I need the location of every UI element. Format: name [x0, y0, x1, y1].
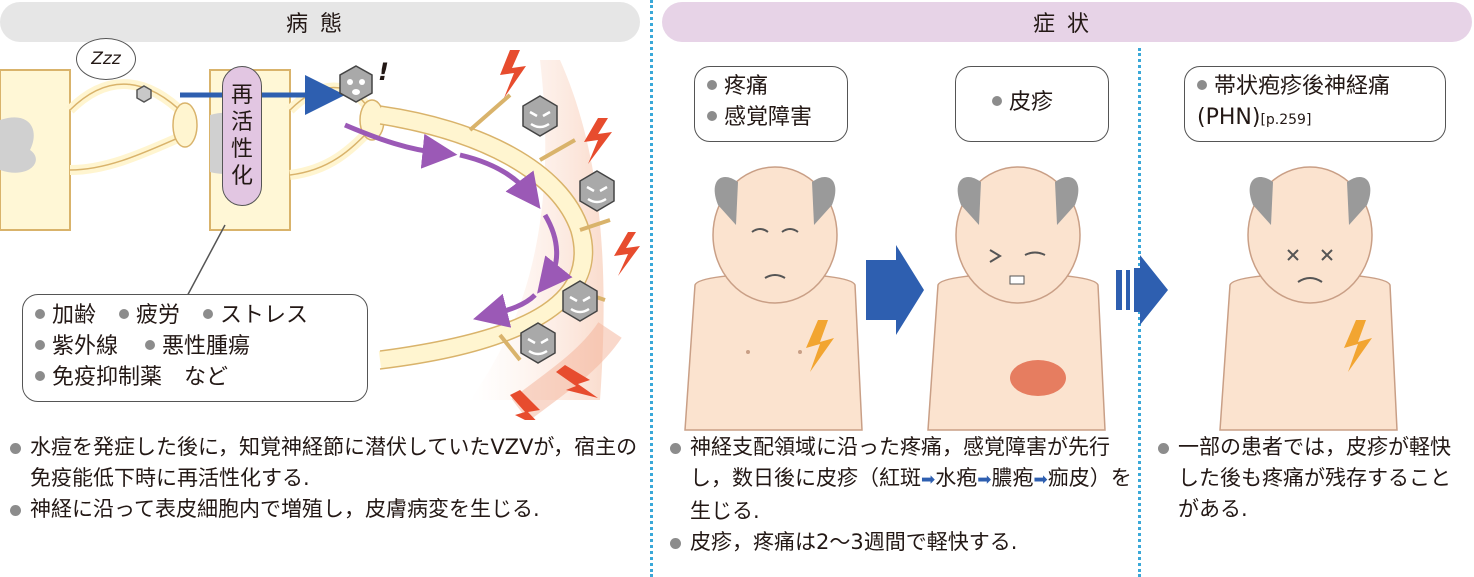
description-item: 皮疹，疼痛は2〜3週間で軽快する.	[668, 527, 1134, 558]
virus-icon	[562, 280, 598, 322]
symptom-description-early: 神経支配領域に沿った疼痛，感覚障害が先行し，数日後に皮疹（紅斑➡水疱➡膿疱➡痂皮…	[668, 432, 1134, 558]
virus-icon	[522, 95, 558, 137]
rash-patch	[1010, 360, 1066, 396]
factor-item: ストレス	[220, 303, 309, 328]
factor-item: 加齢	[52, 303, 97, 328]
pathology-header: 病態	[0, 2, 640, 42]
sensory-nerve	[378, 93, 611, 370]
factor-item: 疲労	[136, 303, 181, 328]
pathology-description: 水痘を発症した後に，知覚神経節に潜伏していたVZVが，宿主の免疫能低下時に再活性…	[8, 432, 644, 525]
arrow-icon: ➡	[1033, 470, 1048, 490]
symptom-box-pain: 疼痛 感覚障害	[694, 66, 848, 142]
description-item: 水痘を発症した後に，知覚神経節に潜伏していたVZVが，宿主の免疫能低下時に再活性…	[8, 432, 644, 494]
stage-divider	[1138, 48, 1141, 577]
reactivation-label: 再 活 性 化	[222, 66, 262, 206]
virus-icon	[520, 322, 556, 364]
patient-face	[927, 166, 1106, 431]
description-item: 一部の患者では，皮疹が軽快した後も疼痛が残存することがある.	[1156, 432, 1468, 525]
lightning-icon	[510, 390, 540, 420]
dormant-virus-icon	[136, 85, 152, 103]
factor-item: 紫外線	[52, 334, 119, 359]
lightning-icon	[614, 232, 640, 276]
spread-arrow-4	[473, 293, 537, 328]
virus-icon	[579, 170, 615, 212]
arrow-icon: ➡	[921, 470, 936, 490]
spread-arrow-1	[344, 122, 458, 169]
section-divider	[650, 0, 653, 577]
risk-factors-box: 加齢 疲労 ストレス 紫外線 悪性腫瘍 免疫抑制薬 など	[22, 294, 368, 402]
spread-arrow-3	[537, 213, 573, 294]
factors-callout-line	[184, 224, 226, 301]
spread-arrow-2	[459, 152, 541, 209]
symptoms-header: 症状	[662, 2, 1472, 42]
virus-icon	[339, 65, 373, 103]
patient-face	[684, 166, 863, 431]
alert-mark: !	[378, 58, 389, 86]
right-arrow-icon	[1116, 255, 1168, 325]
page-reference: [p.259]	[1260, 112, 1312, 128]
spinal-cord-left	[0, 69, 198, 231]
description-item: 神経支配領域に沿った疼痛，感覚障害が先行し，数日後に皮疹（紅斑➡水疱➡膿疱➡痂皮…	[668, 432, 1134, 527]
factor-item: 免疫抑制薬 など	[52, 365, 229, 390]
right-arrow-icon	[866, 245, 924, 335]
symptom-box-phn: 帯状疱疹後神経痛 (PHN)[p.259]	[1184, 66, 1446, 142]
description-item: 神経に沿って表皮細胞内で増殖し，皮膚病変を生じる.	[8, 494, 644, 525]
patient-face	[1219, 166, 1398, 431]
sleep-bubble: Zzz	[76, 38, 136, 80]
lightning-icon	[500, 50, 526, 98]
symptom-box-rash: 皮疹	[955, 66, 1109, 142]
symptom-description-late: 一部の患者では，皮疹が軽快した後も疼痛が残存することがある.	[1156, 432, 1468, 525]
lightning-icon	[556, 365, 598, 398]
factor-item: 悪性腫瘍	[162, 334, 251, 359]
arrow-icon: ➡	[977, 470, 992, 490]
lightning-icon	[584, 118, 612, 164]
